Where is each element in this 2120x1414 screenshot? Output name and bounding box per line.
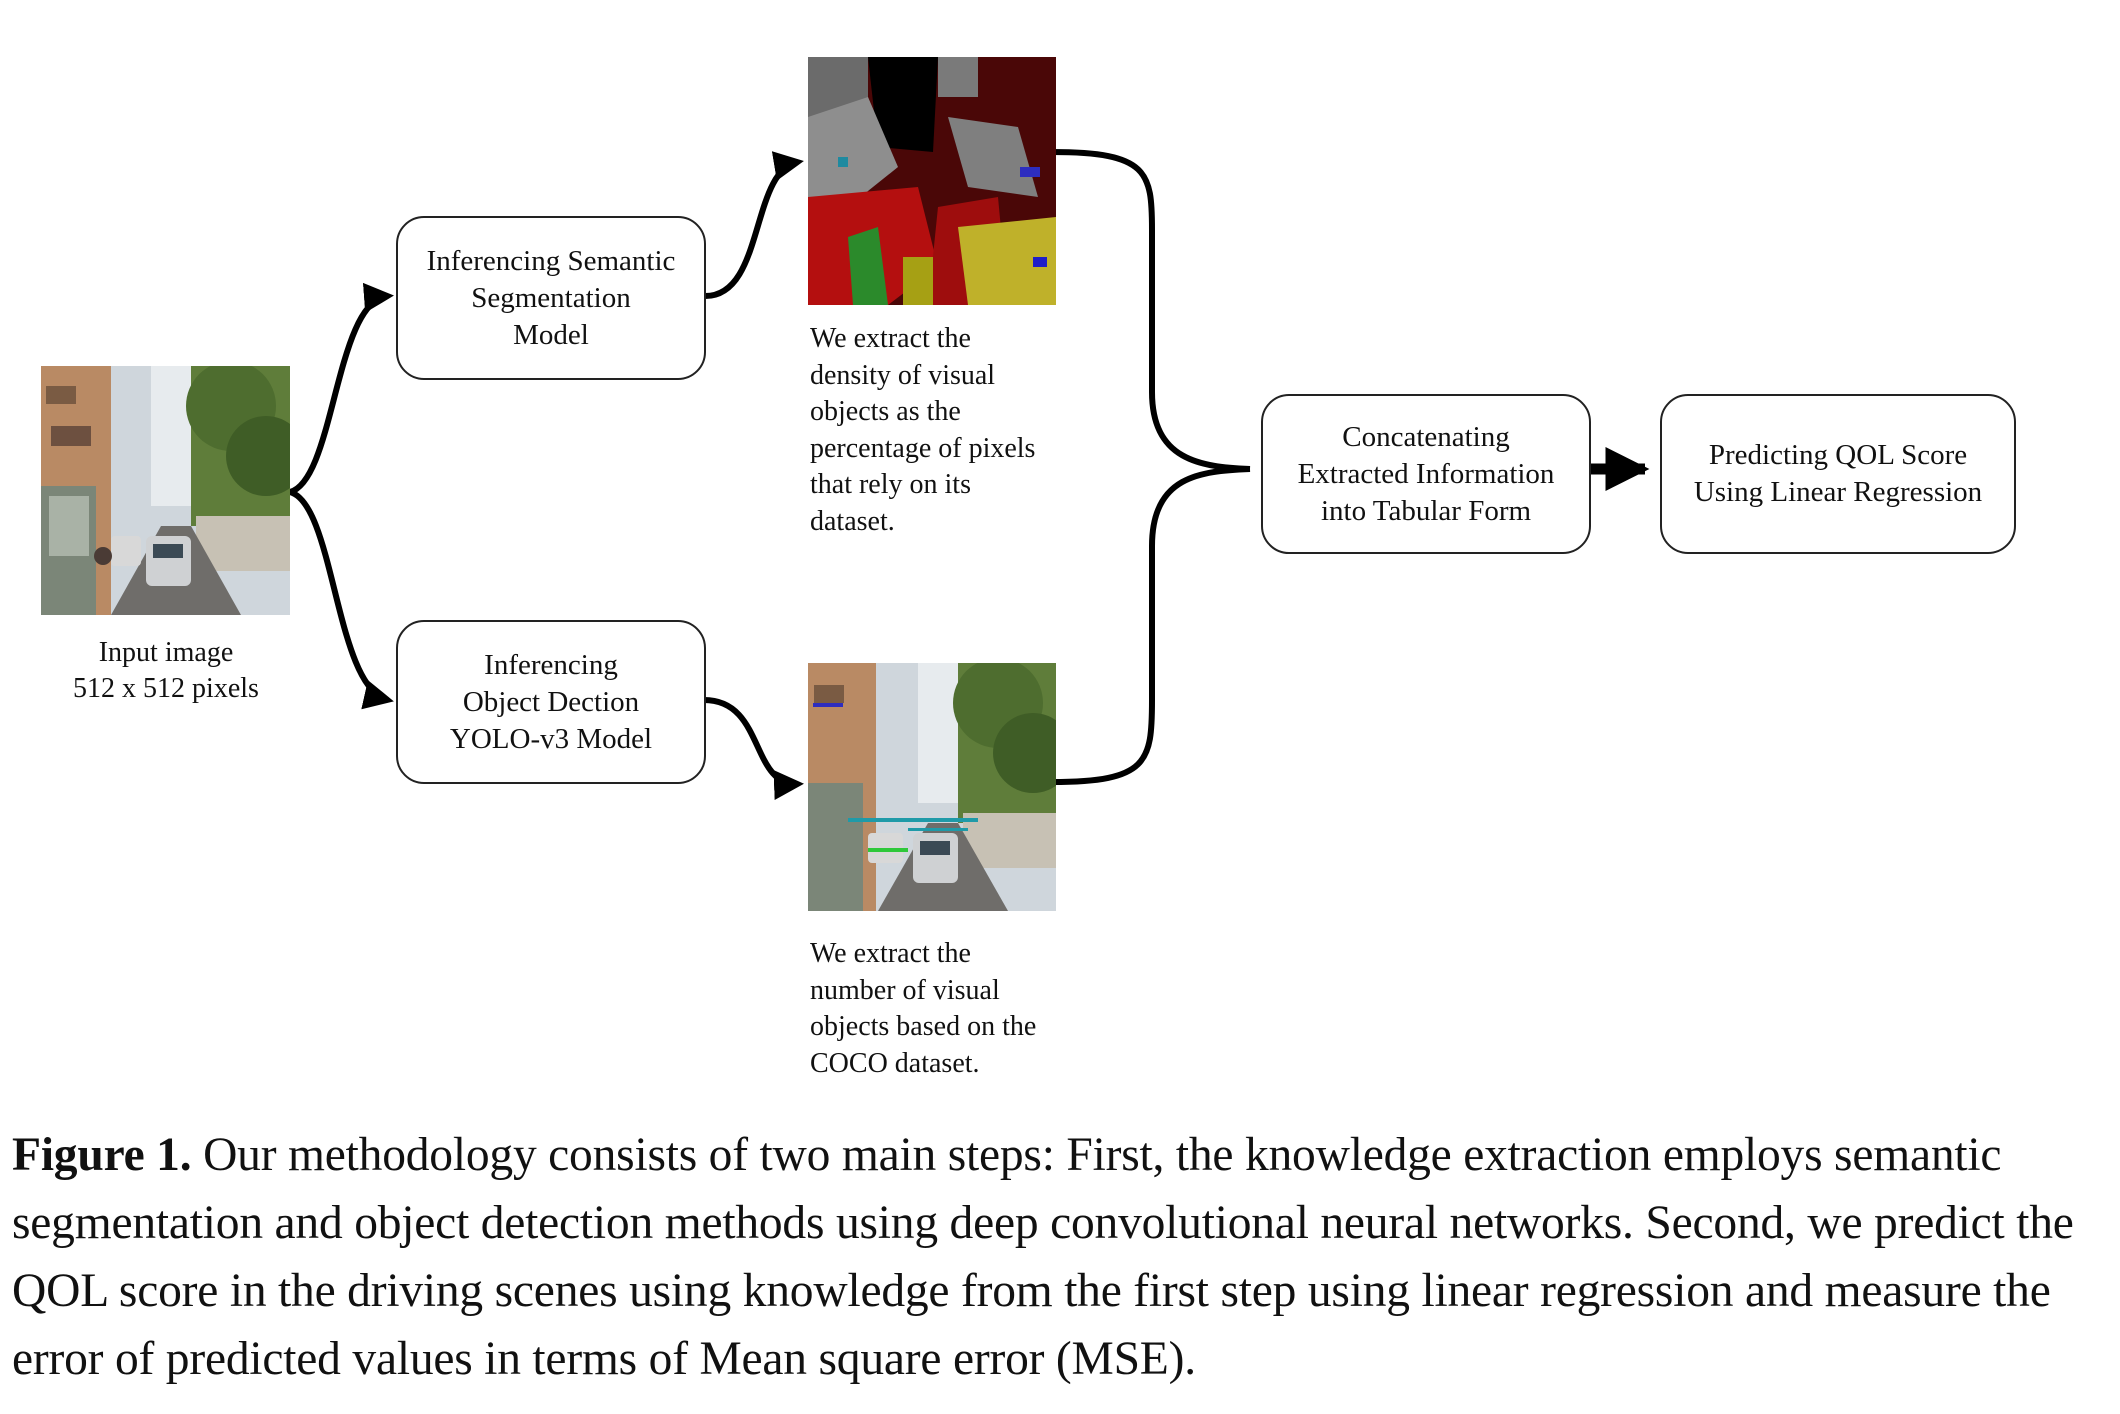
detection-output-image — [808, 663, 1056, 911]
figure-label: Figure 1. — [12, 1129, 192, 1181]
description-line: number of visual — [810, 974, 1000, 1006]
description-line: COCO dataset. — [810, 1047, 980, 1079]
node-label-line: Object Dection — [462, 685, 640, 718]
description-line: density of visual — [810, 359, 996, 391]
node-label-line: Extracted Information — [1297, 457, 1555, 490]
node-label-line: Inferencing — [484, 648, 618, 681]
input-caption-line: Input image — [98, 637, 234, 668]
figure-caption: Figure 1. Our methodology consists of tw… — [12, 1121, 2112, 1393]
node-label-line: into Tabular Form — [1320, 494, 1532, 527]
detection-description: We extract the number of visual objects … — [810, 936, 1036, 1082]
input-image-caption: Input image 512 x 512 pixels — [36, 635, 296, 707]
line-seg-image-to-concat — [1051, 149, 1251, 472]
node-label-line: Using Linear Regression — [1693, 476, 1983, 508]
input-caption-line: 512 x 512 pixels — [73, 673, 259, 704]
input-image — [41, 366, 290, 615]
description-line: We extract the — [810, 323, 971, 354]
arrow-detection-to-image — [703, 697, 804, 800]
concatenation-node: Concatenating Extracted Information into… — [1261, 394, 1591, 554]
description-line: objects as the — [810, 396, 961, 427]
diagram-connectors — [288, 149, 1650, 800]
prediction-node: Predicting QOL Score Using Linear Regres… — [1660, 394, 2016, 554]
description-line: percentage of pixels — [810, 432, 1036, 464]
segmentation-output-image — [808, 57, 1056, 305]
description-line: that rely on its — [810, 469, 971, 500]
node-label-line: YOLO-v3 Model — [449, 722, 653, 755]
description-line: dataset. — [810, 505, 895, 537]
arrow-input-to-segmentation — [288, 282, 394, 495]
arrow-segmentation-to-image — [703, 151, 804, 300]
line-det-image-to-concat — [1051, 466, 1251, 785]
segmentation-description: We extract the density of visual objects… — [810, 321, 1035, 540]
description-line: objects based on the — [810, 1011, 1037, 1042]
node-label-line: Inferencing Semantic — [426, 244, 676, 277]
node-label-line: Segmentation — [471, 281, 631, 314]
description-line: We extract the — [810, 938, 971, 969]
node-label-line: Concatenating — [1342, 420, 1510, 453]
node-label-line: Model — [513, 318, 589, 351]
figure-caption-text: Our methodology consists of two main ste… — [12, 1129, 2074, 1385]
arrow-input-to-detection — [288, 489, 394, 710]
node-label-line: Predicting QOL Score — [1708, 439, 1968, 471]
semantic-segmentation-node: Inferencing Semantic Segmentation Model — [396, 216, 706, 380]
object-detection-node: Inferencing Object Dection YOLO-v3 Model — [396, 620, 706, 784]
